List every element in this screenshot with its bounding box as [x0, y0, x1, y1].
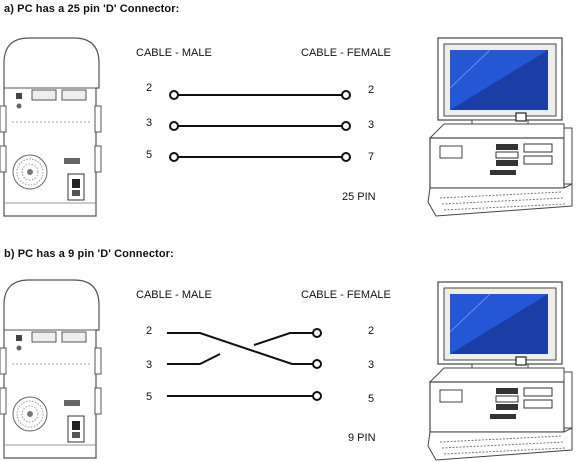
section-a-male-pin-2: 3: [146, 117, 153, 129]
section-a-male-pin-3: 5: [146, 149, 153, 161]
section-a-female-pin-1: 2: [368, 84, 375, 96]
section-a-male-pin-1: 2: [146, 82, 153, 94]
section-b-male-pin-1: 2: [146, 325, 153, 337]
section-a-wiring: [169, 90, 351, 162]
section-a-connector-label: 25 PIN: [342, 191, 376, 203]
section-b-female-header: CABLE - FEMALE: [301, 289, 391, 301]
section-a-heading: a) PC has a 25 pin 'D' Connector:: [4, 3, 180, 15]
section-b-female-pin-3: 5: [368, 393, 375, 405]
section-b-male-pin-2: 3: [146, 359, 153, 371]
pc-tower-b: [0, 279, 102, 459]
section-b-male-pin-3: 5: [146, 391, 153, 403]
pc-tower-a: [0, 37, 102, 217]
desktop-computer-b: [427, 281, 573, 461]
section-a-female-pin-2: 3: [368, 119, 375, 131]
section-a-female-pin-3: 7: [368, 151, 375, 163]
section-b-female-pin-2: 3: [368, 359, 375, 371]
section-b-connector-label: 9 PIN: [348, 432, 376, 444]
section-a-male-header: CABLE - MALE: [136, 47, 212, 59]
desktop-computer-a: [427, 37, 573, 217]
section-b-male-header: CABLE - MALE: [136, 289, 212, 301]
section-b-wiring: [167, 328, 322, 401]
section-b-heading: b) PC has a 9 pin 'D' Connector:: [4, 248, 174, 260]
section-a-female-header: CABLE - FEMALE: [301, 47, 391, 59]
section-b-female-pin-1: 2: [368, 325, 375, 337]
